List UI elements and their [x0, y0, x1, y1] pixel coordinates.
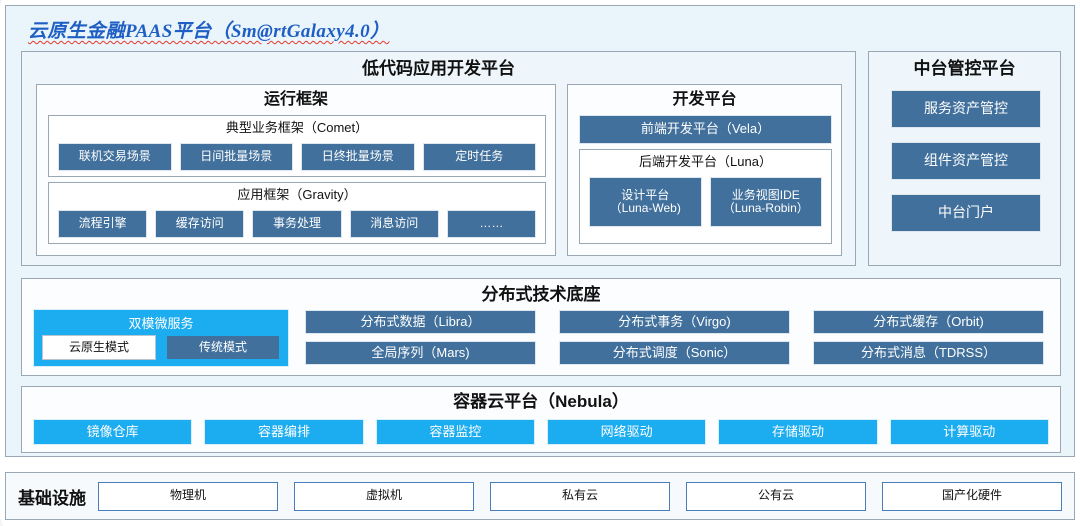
cloudnative-mode-chip[interactable]: 云原生模式: [42, 335, 156, 360]
midoffice-item-component-asset[interactable]: 组件资产管控: [891, 142, 1041, 180]
lowcode-platform-title: 低代码应用开发平台: [362, 59, 515, 78]
comet-box: 典型业务框架（Comet） 联机交易场景 日间批量场景 日终批量场景 定时任务: [48, 115, 546, 177]
gravity-box: 应用框架（Gravity） 流程引擎 缓存访问 事务处理 消息访问 ……: [48, 182, 546, 244]
container-item-network-driver[interactable]: 网络驱动: [546, 419, 707, 445]
midoffice-item-service-asset[interactable]: 服务资产管控: [891, 90, 1041, 128]
container-cloud-title: 容器云平台（Nebula）: [453, 392, 629, 411]
dualmode-microservice-title: 双模微服务: [128, 316, 194, 331]
midoffice-title: 中台管控平台: [913, 59, 1016, 78]
container-item-compute-driver[interactable]: 计算驱动: [889, 419, 1049, 445]
runtime-framework-panel: 运行框架 典型业务框架（Comet） 联机交易场景 日间批量场景 日终批量场景 …: [36, 84, 556, 256]
infra-item-private-cloud[interactable]: 私有云: [490, 481, 670, 511]
container-item-orchestration[interactable]: 容器编排: [204, 419, 364, 445]
midoffice-item-portal[interactable]: 中台门户: [891, 194, 1041, 232]
container-item-image-repo[interactable]: 镜像仓库: [33, 419, 193, 445]
comet-item[interactable]: 日终批量场景: [301, 143, 415, 171]
comet-title: 典型业务框架（Comet）: [225, 120, 369, 135]
container-cloud-items: 镜像仓库 容器编排 容器监控 网络驱动 存储驱动 计算驱动: [22, 419, 1060, 445]
comet-item[interactable]: 定时任务: [422, 143, 536, 171]
dualmode-microservice-box: 双模微服务 云原生模式 传统模式: [33, 309, 289, 367]
dist-chip-libra[interactable]: 分布式数据（Libra）: [305, 310, 536, 334]
gravity-title: 应用框架（Gravity）: [237, 187, 357, 202]
comet-items: 联机交易场景 日间批量场景 日终批量场景 定时任务: [49, 143, 545, 171]
luna-items: 设计平台 （Luna-Web) 业务视图IDE （Luna-Robin）: [580, 177, 831, 227]
gravity-item[interactable]: 事务处理: [252, 210, 342, 238]
comet-item[interactable]: 联机交易场景: [58, 143, 172, 171]
dist-chip-virgo[interactable]: 分布式事务（Virgo): [559, 310, 790, 334]
infra-item-virtual-machine[interactable]: 虚拟机: [294, 481, 474, 511]
container-cloud-panel: 容器云平台（Nebula） 镜像仓库 容器编排 容器监控 网络驱动 存储驱动 计…: [21, 386, 1061, 453]
infra-item-domestic-hardware[interactable]: 国产化硬件: [882, 481, 1062, 511]
frontend-dev-platform-chip[interactable]: 前端开发平台（Vela）: [579, 115, 832, 144]
gravity-item-ellipsis[interactable]: ……: [446, 210, 537, 238]
backend-dev-platform-box: 后端开发平台（Luna） 设计平台 （Luna-Web) 业务视图IDE （Lu…: [579, 149, 832, 244]
midoffice-panel: 中台管控平台 服务资产管控 组件资产管控 中台门户: [868, 51, 1061, 266]
comet-item[interactable]: 日间批量场景: [179, 143, 293, 171]
page-title: 云原生金融PAAS平台（Sm@rtGalaxy4.0）: [28, 21, 390, 42]
container-item-storage-driver[interactable]: 存储驱动: [718, 419, 878, 445]
runtime-framework-title: 运行框架: [263, 91, 328, 108]
container-item-monitoring[interactable]: 容器监控: [375, 419, 535, 445]
gravity-items: 流程引擎 缓存访问 事务处理 消息访问 ……: [49, 210, 545, 238]
dist-chip-sonic[interactable]: 分布式调度（Sonic）: [559, 341, 790, 365]
infra-item-physical-machine[interactable]: 物理机: [98, 481, 278, 511]
platform-outer-frame: 云原生金融PAAS平台（Sm@rtGalaxy4.0） 低代码应用开发平台 运行…: [5, 5, 1075, 457]
dist-chip-mars[interactable]: 全局序列（Mars): [305, 341, 536, 365]
infrastructure-label: 基础设施: [18, 488, 86, 508]
infrastructure-items: 物理机 虚拟机 私有云 公有云 国产化硬件: [98, 481, 1062, 511]
gravity-item[interactable]: 流程引擎: [58, 210, 148, 238]
traditional-mode-chip[interactable]: 传统模式: [166, 335, 280, 360]
backend-dev-platform-title: 后端开发平台（Luna）: [639, 154, 772, 169]
distributed-base-title: 分布式技术底座: [481, 285, 601, 304]
infra-item-public-cloud[interactable]: 公有云: [686, 481, 866, 511]
luna-web-chip[interactable]: 设计平台 （Luna-Web): [589, 177, 702, 227]
dist-chip-orbit[interactable]: 分布式缓存（Orbit): [813, 310, 1044, 334]
development-platform-panel: 开发平台 前端开发平台（Vela） 后端开发平台（Luna） 设计平台 （Lun…: [567, 84, 842, 256]
distributed-base-panel: 分布式技术底座 双模微服务 云原生模式 传统模式 分布式数据（Libra） 全局…: [21, 278, 1061, 376]
gravity-item[interactable]: 消息访问: [349, 210, 439, 238]
infrastructure-panel: 基础设施 物理机 虚拟机 私有云 公有云 国产化硬件: [5, 472, 1075, 520]
lowcode-platform-panel: 低代码应用开发平台 运行框架 典型业务框架（Comet） 联机交易场景 日间批量…: [21, 51, 856, 266]
development-platform-title: 开发平台: [672, 91, 737, 108]
dist-chip-tdrss[interactable]: 分布式消息（TDRSS）: [813, 341, 1044, 365]
gravity-item[interactable]: 缓存访问: [155, 210, 245, 238]
luna-robin-chip[interactable]: 业务视图IDE （Luna-Robin）: [709, 177, 822, 227]
